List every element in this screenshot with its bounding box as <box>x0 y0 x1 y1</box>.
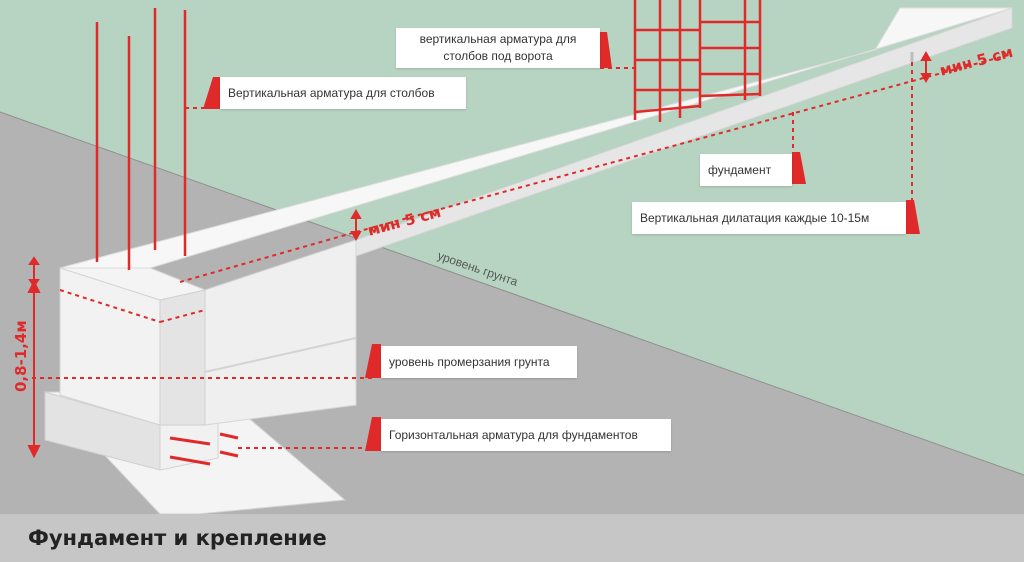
label-vertical-rebar-gate: вертикальная арматура для столбов под во… <box>396 28 600 68</box>
corner-block-side <box>159 289 206 426</box>
label-vertical-rebar-posts: Вертикальная арматура для столбов <box>220 77 466 109</box>
label-vertical-rebar-gate-line1: вертикальная арматура для <box>419 32 577 46</box>
gate-rebar-cages <box>633 0 762 122</box>
horizontal-rebars <box>169 432 239 466</box>
top-min-line-far <box>355 53 1013 233</box>
label-foundation-text: фундамент <box>708 163 772 177</box>
callout-flags <box>203 32 920 451</box>
corner-depth-line-1 <box>59 289 161 323</box>
label-freeze-level: уровень промерзания грунта <box>381 346 577 378</box>
dimension-arrows <box>27 50 932 459</box>
post-rebars <box>95 8 187 270</box>
label-vertical-dilation: Вертикальная дилатация каждые 10-15м <box>632 202 906 234</box>
label-vertical-rebar-posts-text: Вертикальная арматура для столбов <box>228 86 435 100</box>
wall-long-side <box>355 7 1013 257</box>
top-min-line-near <box>179 231 357 283</box>
depth-range-text: 0,8-1,4м <box>12 320 30 392</box>
label-vertical-dilation-text: Вертикальная дилатация каждые 10-15м <box>640 211 870 225</box>
label-horizontal-rebar-text: Горизонтальная арматура для фундаментов <box>389 428 638 442</box>
label-vertical-rebar-gate-line2: столбов под ворота <box>443 49 553 63</box>
dashed-guides <box>32 53 1013 449</box>
ground-edge-line <box>0 111 1024 476</box>
wall-front-groove <box>204 337 357 373</box>
label-freeze-level-text: уровень промерзания грунта <box>389 355 550 369</box>
footer-bar: Фундамент и крепление <box>0 514 1024 562</box>
footer-title: Фундамент и крепление <box>28 526 327 550</box>
foundation-diagram <box>0 0 1024 514</box>
label-foundation: фундамент <box>700 154 792 186</box>
label-horizontal-rebar: Горизонтальная арматура для фундаментов <box>381 419 671 451</box>
